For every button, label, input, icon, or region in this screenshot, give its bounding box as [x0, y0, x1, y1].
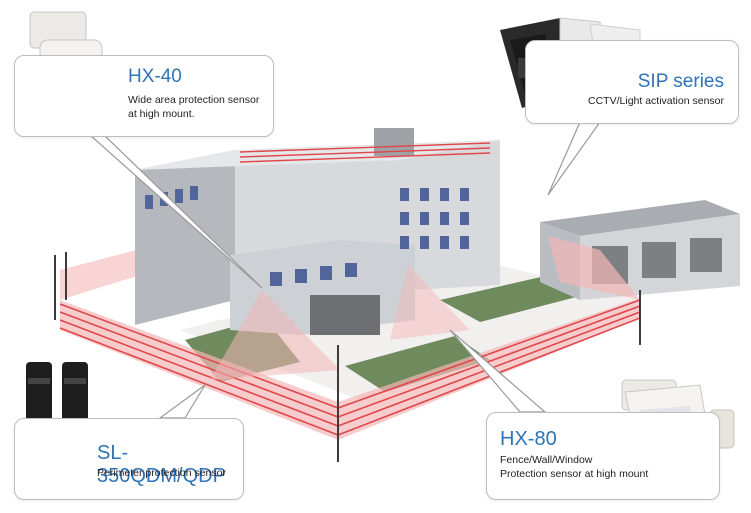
perimeter-beams [59, 299, 641, 436]
hx40-callout: HX-40 Wide area protection sensor at hig… [14, 55, 274, 137]
hx40-desc-line1: Wide area protection sensor [128, 94, 260, 106]
main-building [135, 128, 500, 380]
sl-title: SL-350QDM/QDP [97, 442, 226, 487]
sl-callout: SL-350QDM/QDP Perimeter protection senso… [14, 418, 244, 500]
sip-callout: SIP series CCTV/Light activation sensor [525, 40, 739, 124]
hx80-callout: HX-80 Fence/Wall/Window Protection senso… [486, 412, 720, 500]
sip-title: SIP series [637, 71, 724, 92]
hx80-description: Fence/Wall/Window Protection sensor at h… [500, 453, 648, 481]
hx80-desc-line2: Protection sensor at high mount [500, 468, 649, 480]
sensor-poles [54, 252, 641, 462]
perimeter-zone-left [60, 300, 338, 440]
lawn-center [345, 336, 490, 392]
lawn-right [440, 276, 580, 322]
hx80-title: HX-80 [500, 428, 557, 450]
hx80-desc-line1: Fence/Wall/Window [500, 454, 593, 466]
hx40-title: HX-40 [128, 66, 182, 87]
hx40-desc-line2: at high mount. [128, 108, 195, 120]
sip-description: CCTV/Light activation sensor [588, 95, 724, 107]
hx40-description: Wide area protection sensor at high moun… [128, 93, 268, 121]
sl-description: Perimeter protection sensor [97, 467, 226, 479]
warehouse [540, 200, 740, 300]
